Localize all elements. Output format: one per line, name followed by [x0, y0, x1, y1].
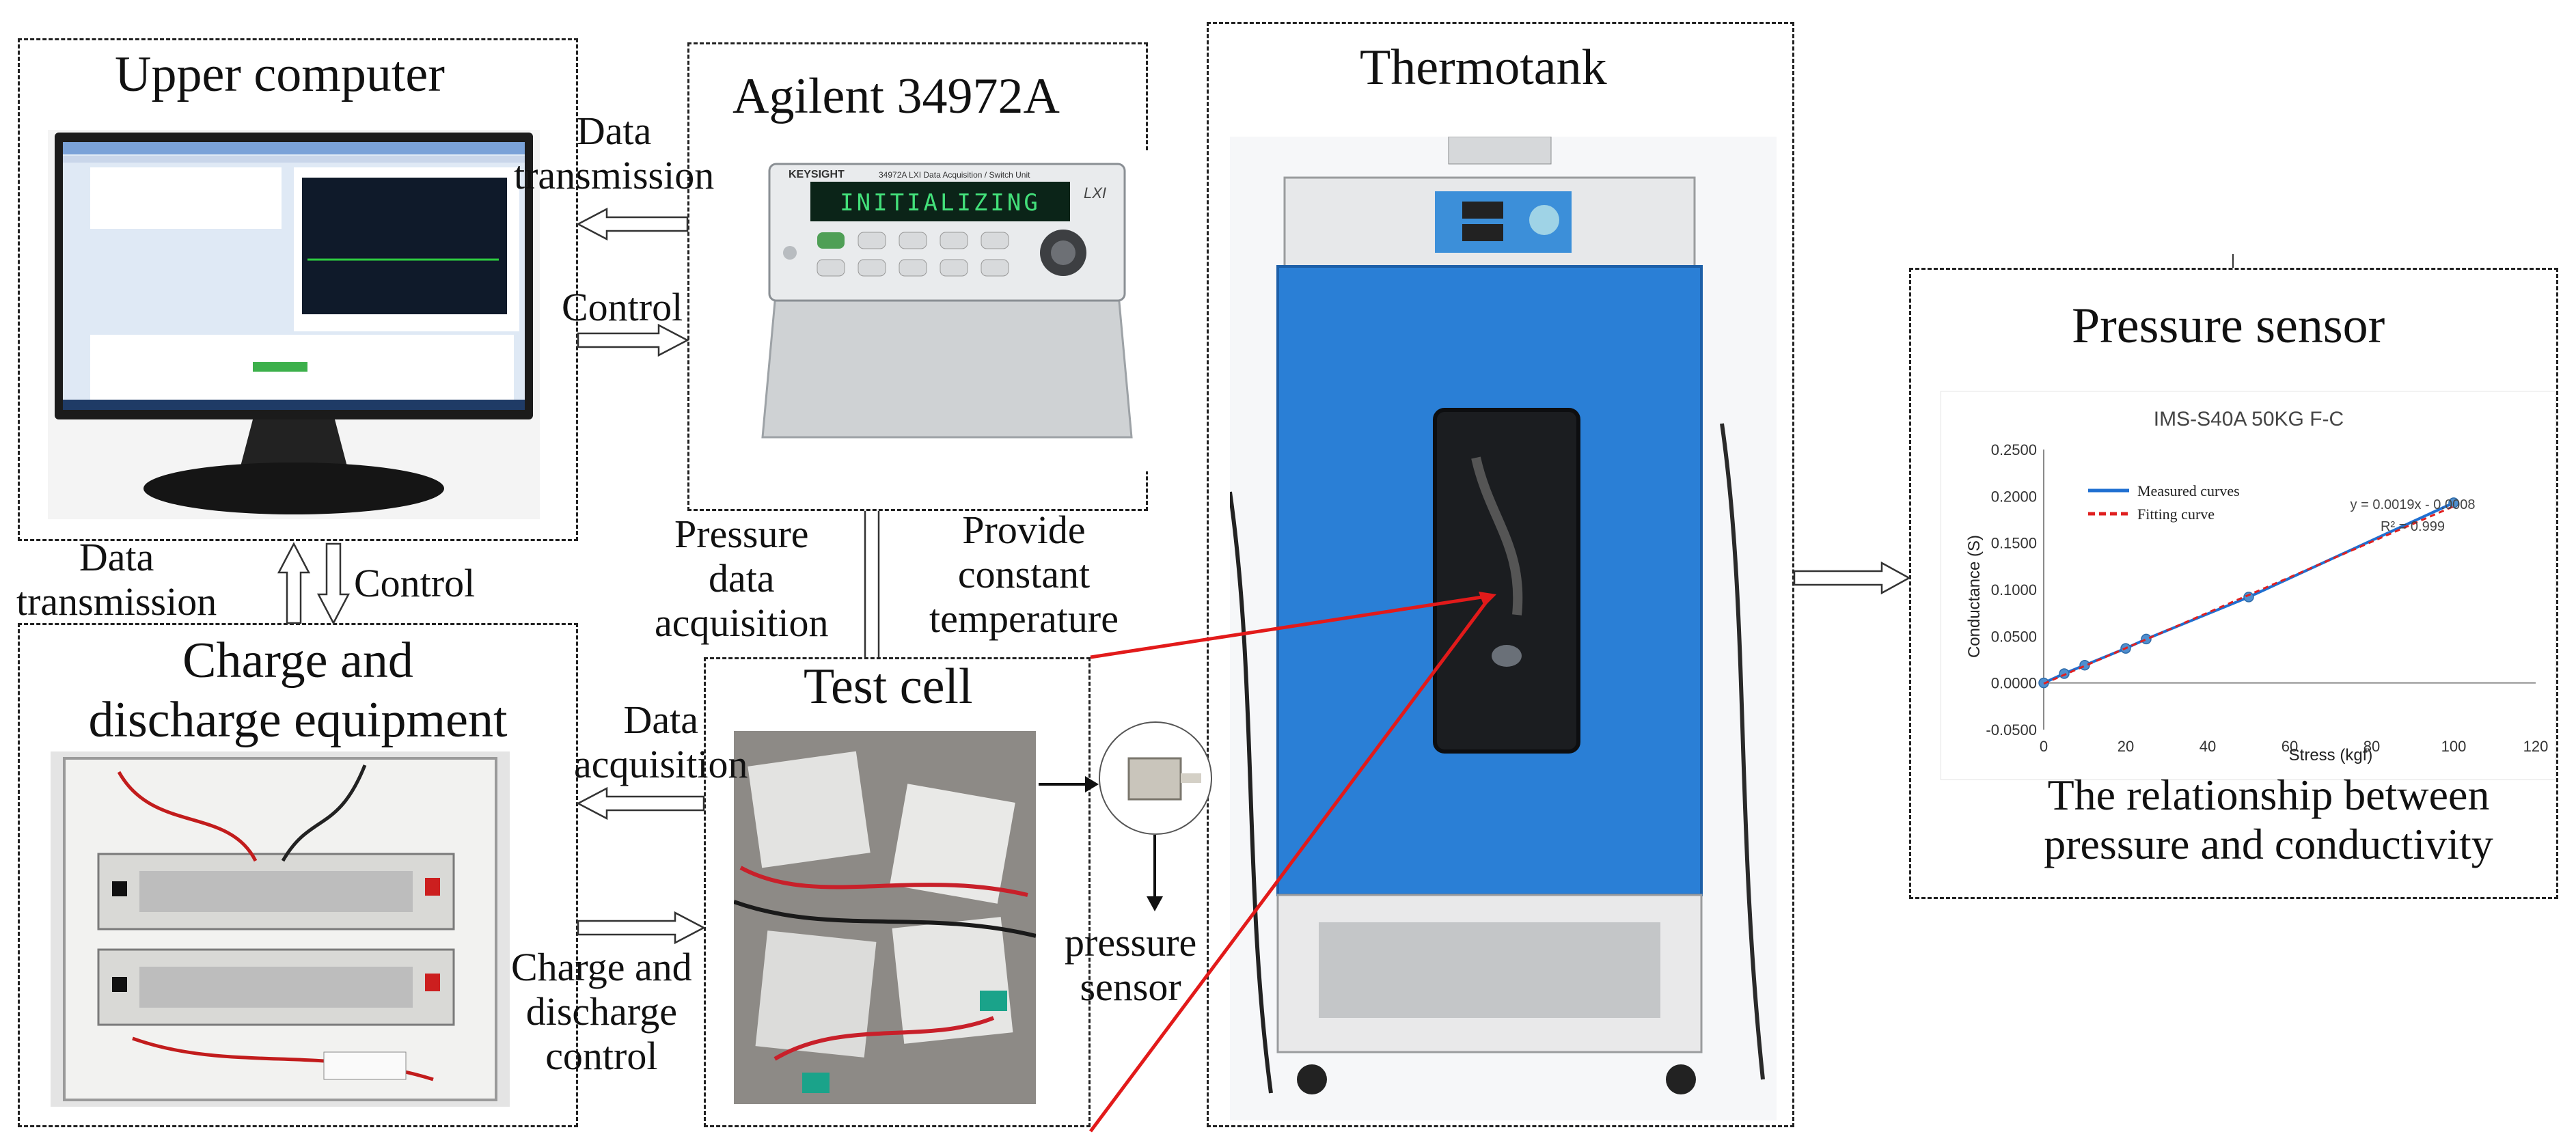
label-data-acquisition: Data acquisition — [574, 698, 748, 786]
thermotank-photo — [1230, 137, 1777, 1120]
chart-data-point — [2141, 633, 2152, 645]
chart-legend-label: Measured curves — [2137, 482, 2240, 499]
chart-y-tick-label: 0.0500 — [1991, 628, 2037, 645]
lxi-logo-text: LXI — [1084, 184, 1106, 202]
label-data-transmission-left: Data transmission — [16, 535, 217, 624]
chart-annotation: y = 0.0019x - 0.0008 — [2351, 497, 2476, 512]
chart-x-axis-label: Stress (kgf) — [2289, 746, 2373, 764]
charge-equipment-title: Charge and discharge equipment — [88, 633, 508, 748]
conductance-chart: IMS-S40A 50KG F-C Stress (kgf) Conductan… — [1965, 408, 2549, 764]
label-data-transmission-top: Data transmission — [514, 109, 715, 197]
instrument-brand: KEYSIGHT — [789, 169, 845, 180]
chart-series-line — [2043, 505, 2454, 685]
charge-equipment-photo — [51, 751, 510, 1107]
label-pressure-data-acquisition: Pressure data acquisition — [655, 512, 829, 645]
charge-equipment-box — [18, 623, 578, 1127]
agilent-title: Agilent 34972A — [732, 68, 1060, 124]
test-cell-photo — [734, 731, 1036, 1104]
thermotank-title: Thermotank — [1360, 40, 1607, 96]
instrument-model-line: 34972A LXI Data Acquisition / Switch Uni… — [879, 170, 1030, 180]
chart-title: IMS-S40A 50KG F-C — [2154, 408, 2344, 430]
chart-x-tick-label: 120 — [2523, 738, 2549, 755]
sensor-closeup-photo — [1099, 721, 1212, 835]
test-cell-title: Test cell — [804, 659, 973, 715]
chart-x-tick-label: 80 — [2363, 738, 2380, 755]
chart-y-axis-label: Conductance (S) — [1965, 535, 1984, 658]
chart-data-point — [2448, 497, 2459, 508]
label-control-top: Control — [562, 285, 683, 329]
label-provide-constant-temperature: Provide constant temperature — [929, 508, 1119, 641]
agilent-photo: INITIALIZING KEYSIGHT 34972A LXI Data Ac… — [749, 150, 1148, 471]
chart-legend-label: Fitting curve — [2137, 506, 2215, 523]
instrument-display-text: INITIALIZING — [840, 189, 1041, 217]
chart-x-tick-label: 20 — [2118, 738, 2134, 755]
arrow-agilent-to-computer — [576, 207, 689, 241]
arrow-testcell-to-charge — [576, 786, 705, 820]
upper-computer-title: Upper computer — [115, 46, 445, 102]
pressure-sensor-title: Pressure sensor — [2072, 298, 2385, 354]
thermotank-box — [1207, 22, 1794, 1127]
monitor-photo — [48, 130, 540, 519]
chart-y-tick-label: 0.1500 — [1991, 535, 2037, 552]
label-pressure-sensor: pressure sensor — [1065, 920, 1197, 1009]
chart-data-point — [2243, 592, 2254, 603]
chart-y-tick-label: 0.0000 — [1991, 675, 2037, 692]
chart-annotation: R² = 0.999 — [2381, 519, 2445, 534]
chart-y-tick-label: 0.2500 — [1991, 441, 2037, 458]
label-control-left: Control — [354, 561, 476, 605]
label-charge-discharge-control: Charge and discharge control — [511, 945, 692, 1078]
chart-x-tick-label: 60 — [2282, 738, 2298, 755]
arrow-thermotank-to-sensor — [1793, 561, 1911, 595]
chart-x-tick-label: 0 — [2040, 738, 2048, 755]
arrow-charge-to-computer — [277, 542, 311, 624]
chart-y-tick-label: 0.2000 — [1991, 488, 2037, 505]
chart-y-tick-label: -0.0500 — [1986, 721, 2037, 739]
chart-caption: The relationship between pressure and co… — [2044, 771, 2493, 868]
chart-data-point — [2059, 668, 2070, 679]
chart-x-tick-label: 40 — [2200, 738, 2216, 755]
arrow-charge-to-testcell — [577, 911, 706, 945]
chart-x-tick-label: 100 — [2441, 738, 2467, 755]
arrow-computer-to-charge — [316, 542, 351, 625]
chart-y-tick-label: 0.1000 — [1991, 581, 2037, 598]
chart-panel: IMS-S40A 50KG F-C Stress (kgf) Conductan… — [1941, 391, 2556, 780]
upper-computer-box — [18, 38, 578, 541]
